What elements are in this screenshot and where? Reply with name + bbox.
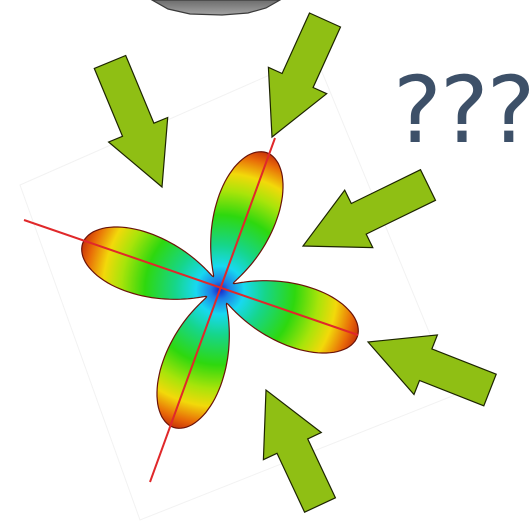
top-object (150, 0, 282, 16)
arrow-icon-4 (366, 334, 497, 407)
arrow-icon-5 (262, 388, 337, 513)
arrow-icon-1 (93, 54, 169, 189)
arrow-group (93, 12, 497, 513)
axis-line-diagonal-2 (23, 219, 359, 336)
arrow-icon-2 (267, 12, 342, 139)
question-marks-label: ??? (393, 57, 531, 164)
axis-line-diagonal-1 (149, 137, 276, 483)
arrow-icon-3 (301, 168, 437, 249)
